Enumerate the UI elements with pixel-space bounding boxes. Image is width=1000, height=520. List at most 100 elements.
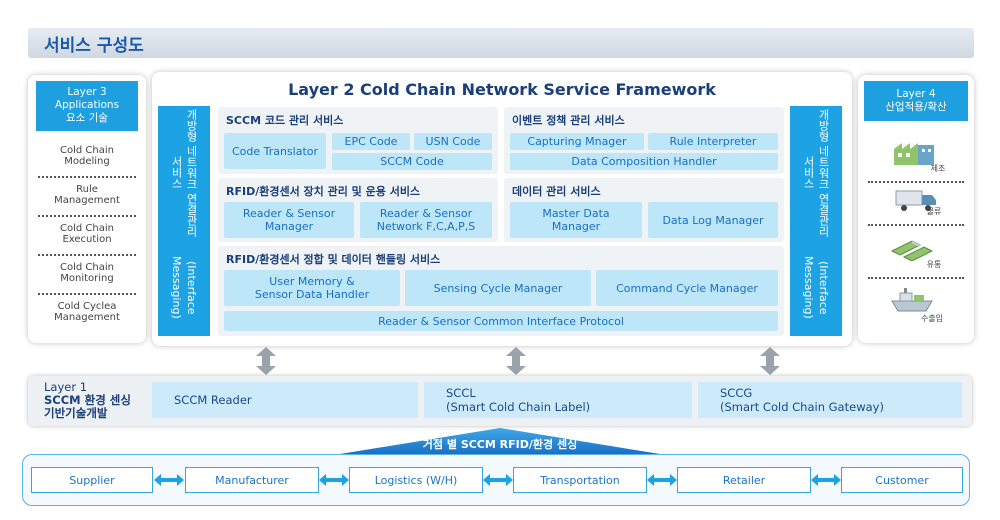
layer3-item-line: Modeling (64, 156, 110, 167)
layer3-header: Layer 3 Applications 요소 기술 (36, 81, 138, 131)
upward-banner-arrow (340, 428, 660, 454)
sccm-code: SCCM Code (332, 153, 492, 170)
layer4-label-logistics: 물류 (926, 207, 942, 216)
divider (868, 224, 964, 226)
interface-bar-left: 개방형 네트워크 연결관리 서비스 (Interface Messaging) (158, 106, 210, 336)
divider (38, 254, 136, 256)
cell-line: Reader & Sensor (242, 207, 336, 220)
cell-line: User Memory & (269, 275, 355, 288)
device-management-title: RFID/환경센서 장치 관리 및 운용 서비스 (226, 185, 421, 198)
divider (868, 181, 964, 183)
cell-line: SCCG (720, 386, 753, 400)
divider (38, 215, 136, 217)
master-data-manager: Master Data Manager (510, 202, 642, 238)
layer3-item-line: Cold Chain (60, 223, 114, 234)
layer3-item-line: Cold Chain (60, 262, 114, 273)
command-cycle-manager: Command Cycle Manager (596, 270, 778, 306)
supply-chain-panel: Supplier Manufacturer Logistics (W/H) Tr… (22, 454, 970, 506)
chain-banner-text: 거점 별 SCCM RFID/환경 센싱 (422, 438, 578, 451)
sccm-code-title: SCCM 코드 관리 서비스 (226, 114, 344, 127)
common-interface-protocol: Reader & Sensor Common Interface Protoco… (224, 311, 778, 331)
cell-line: SCCL (446, 386, 476, 400)
chain-node-logistics: Logistics (W/H) (349, 467, 483, 493)
layer3-item-line: Cold Chain (60, 145, 114, 156)
interface-bar-text: (Interface Messaging) (170, 256, 198, 319)
title-bar: 서비스 구성도 (28, 28, 974, 58)
reader-sensor-manager: Reader & Sensor Manager (224, 202, 354, 238)
bidirectional-arrow-icon (647, 474, 677, 486)
sccl: SCCL (Smart Cold Chain Label) (424, 382, 692, 418)
layer3-item-line: Execution (62, 234, 112, 245)
bidirectional-arrow-icon (154, 474, 184, 486)
integration-title: RFID/환경센서 정합 및 데이터 핸들링 서비스 (226, 253, 441, 266)
sccg: SCCG (Smart Cold Chain Gateway) (698, 382, 962, 418)
layer3-item-line: Rule (76, 184, 98, 195)
event-policy-title: 이벤트 정책 관리 서비스 (512, 114, 625, 127)
bidirectional-arrow-icon (811, 474, 841, 486)
truck-icon (895, 190, 936, 211)
layer3-panel: Layer 3 Applications 요소 기술 Cold Chain Mo… (28, 75, 146, 343)
divider (38, 176, 136, 178)
double-arrow-icon (760, 347, 780, 375)
cell-line: Reader & Sensor (379, 207, 473, 220)
layer3-header-line: Applications (54, 99, 120, 111)
capturing-manager: Capturing Mnager (510, 133, 644, 150)
interface-bar-text: 개방형 네트워크 연결관리 서비스 (170, 108, 198, 237)
warehouse-icon (890, 240, 934, 261)
layer4-label-distribution: 유통 (926, 260, 942, 269)
data-management-title: 데이터 관리 서비스 (512, 185, 601, 198)
layer3-item-line: Cold Cyclea (57, 301, 117, 312)
integration-service: RFID/환경센서 정합 및 데이터 핸들링 서비스 User Memory &… (218, 246, 784, 336)
divider (868, 277, 964, 279)
layer3-header-line: Layer 3 (67, 86, 107, 98)
ship-icon (891, 288, 933, 312)
layer1-header-line: Layer 1 (44, 380, 88, 394)
chain-node-customer: Customer (841, 467, 963, 493)
divider (38, 293, 136, 295)
user-memory-handler: User Memory & Sensor Data Handler (224, 270, 400, 306)
layer4-header-line: Layer 4 (896, 88, 936, 100)
rule-interpreter: Rule Interpreter (648, 133, 778, 150)
layer3-item-modeling: Cold Chain Modeling (28, 145, 146, 167)
layer3-item-line: Management (54, 195, 120, 206)
layer3-item-monitoring: Cold Chain Monitoring (28, 262, 146, 284)
layer3-item-cycle: Cold Cyclea Management (28, 301, 146, 323)
interface-bar-right: 개방형 네트워크 연결관리 서비스 (Interface Messaging) (790, 106, 842, 336)
cell-line: Network F,C,A,P,S (376, 220, 476, 233)
code-translator: Code Translator (224, 133, 326, 169)
layer4-label-export-import: 수출입 (920, 314, 944, 323)
cell-line: (Smart Cold Chain Gateway) (720, 400, 884, 414)
layer3-header-line: 요소 기술 (66, 112, 108, 124)
layer3-item-line: Management (54, 312, 120, 323)
layer1-header: Layer 1 SCCM 환경 센싱 기반기술개발 (44, 381, 131, 420)
double-arrow-icon (256, 347, 276, 375)
cell-line: Manager (264, 220, 314, 233)
layer4-header: Layer 4 산업적용/확산 (864, 81, 968, 121)
chain-node-supplier: Supplier (31, 467, 153, 493)
event-policy-service: 이벤트 정책 관리 서비스 Capturing Mnager Rule Inte… (504, 107, 784, 174)
chain-node-manufacturer: Manufacturer (185, 467, 319, 493)
layer3-item-execution: Cold Chain Execution (28, 223, 146, 245)
chain-node-retailer: Retailer (677, 467, 811, 493)
reader-sensor-network: Reader & Sensor Network F,C,A,P,S (360, 202, 492, 238)
layer2-panel: Layer 2 Cold Chain Network Service Frame… (152, 72, 852, 346)
double-arrow-icon (506, 347, 526, 375)
device-management-service: RFID/환경센서 장치 관리 및 운용 서비스 Reader & Sensor… (218, 178, 498, 242)
interface-bar-text: (Interface Messaging) (802, 256, 830, 319)
data-log-manager: Data Log Manager (648, 202, 778, 238)
layer1-panel: Layer 1 SCCM 환경 센싱 기반기술개발 SCCM Reader SC… (28, 376, 972, 426)
interface-bar-text: 개방형 네트워크 연결관리 서비스 (802, 108, 830, 237)
layer4-label-manufacturing: 제조 (930, 164, 946, 173)
layer1-header-line: 기반기술개발 (44, 406, 108, 420)
cell-line: (Smart Cold Chain Label) (446, 400, 591, 414)
layer3-item-rule: Rule Management (28, 184, 146, 206)
usn-code: USN Code (414, 133, 492, 150)
data-management-service: 데이터 관리 서비스 Master Data Manager Data Log … (504, 178, 784, 242)
sccm-code-service: SCCM 코드 관리 서비스 Code Translator EPC Code … (218, 107, 498, 174)
layer3-item-line: Monitoring (60, 273, 114, 284)
sensing-cycle-manager: Sensing Cycle Manager (405, 270, 591, 306)
cell-line: Master Data (542, 207, 610, 220)
page-title: 서비스 구성도 (44, 36, 144, 56)
cell-line: Sensor Data Handler (254, 288, 370, 301)
data-composition-handler: Data Composition Handler (510, 153, 778, 170)
